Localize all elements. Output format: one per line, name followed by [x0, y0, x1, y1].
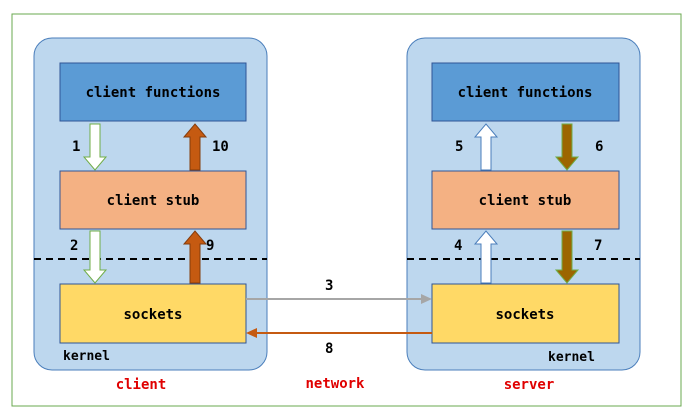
- arrow-step-2: [82, 230, 108, 284]
- server-stub-box: [431, 170, 620, 230]
- client-sockets-box: [59, 283, 247, 344]
- arrow-step-5: [473, 123, 499, 171]
- step-number-1: 1: [72, 139, 80, 155]
- step-number-5: 5: [455, 139, 463, 155]
- arrow-step-3-head: [421, 294, 432, 304]
- arrow-step-1: [82, 123, 108, 171]
- arrow-step-7: [554, 230, 580, 284]
- network-caption: network: [305, 376, 365, 392]
- client-stub-box: [59, 170, 247, 230]
- step-number-6: 6: [595, 139, 603, 155]
- server-sockets-label: sockets: [495, 307, 554, 323]
- client-kernel-label: kernel: [63, 349, 110, 364]
- step-number-7: 7: [594, 238, 602, 254]
- step-number-4: 4: [454, 238, 462, 254]
- client-caption: client: [116, 377, 167, 393]
- server-sockets-box: [431, 283, 620, 344]
- step-number-10: 10: [212, 139, 229, 155]
- step-number-9: 9: [206, 238, 214, 254]
- arrow-step-4: [473, 230, 499, 284]
- server-functions-box: [431, 62, 620, 122]
- client-sockets-label: sockets: [123, 307, 182, 323]
- server-caption: server: [504, 377, 555, 393]
- arrow-step-10: [182, 123, 208, 171]
- client-functions-box: [59, 62, 247, 122]
- step-number-8: 8: [325, 341, 333, 357]
- server-kernel-label: kernel: [548, 350, 595, 365]
- server-functions-label: client functions: [458, 85, 593, 101]
- step-number-2: 2: [70, 238, 78, 254]
- client-stub-label: client stub: [107, 193, 200, 209]
- arrow-step-6: [554, 123, 580, 171]
- arrow-step-9: [182, 230, 208, 284]
- client-functions-label: client functions: [86, 85, 221, 101]
- arrow-step-8-head: [246, 328, 257, 338]
- server-stub-label: client stub: [479, 193, 572, 209]
- step-number-3: 3: [325, 278, 333, 294]
